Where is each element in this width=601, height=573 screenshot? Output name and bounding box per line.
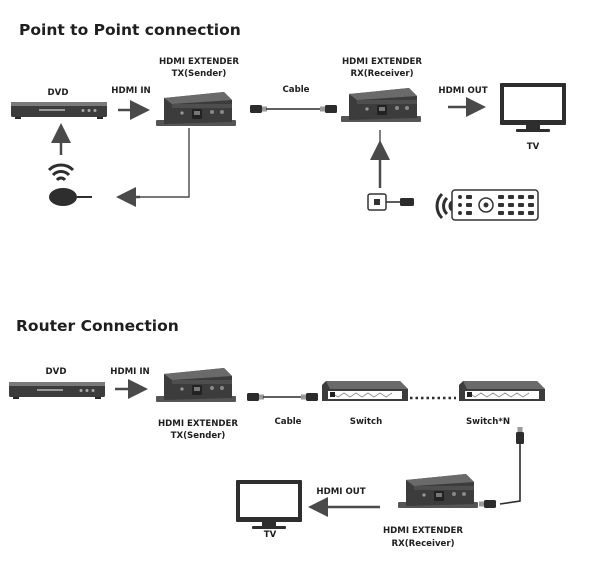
router-tv-monitor-icon <box>236 480 302 529</box>
hdmi-in-label: HDMI IN <box>111 86 150 96</box>
router-dvd-label: DVD <box>46 367 67 377</box>
router-hdmi-in-label: HDMI IN <box>110 367 149 377</box>
router-hdmi-extender-rx-icon <box>398 474 478 508</box>
network-switch-icon <box>321 380 409 402</box>
ethernet-plug-icon <box>479 500 496 508</box>
tx-label-line2: TX(Sender) <box>172 69 227 79</box>
wifi-signal-icon <box>435 192 454 220</box>
wifi-signal-icon <box>47 163 75 182</box>
ethernet-plug-icon <box>247 393 264 401</box>
dvd-label: DVD <box>48 88 69 98</box>
ir-receiver-icon <box>367 193 414 211</box>
ethernet-plug-icon <box>320 105 337 113</box>
section-title-point-to-point: Point to Point connection <box>19 21 241 39</box>
ethernet-plug-icon <box>516 427 524 444</box>
network-switch-n-icon <box>458 380 546 402</box>
switch-n-label: Switch*N <box>466 417 510 427</box>
rx-label-line1: HDMI EXTENDER <box>342 57 422 67</box>
ethernet-plug-icon <box>301 393 318 401</box>
router-rx-label-line1: HDMI EXTENDER <box>383 526 463 536</box>
tx-label-line1: HDMI EXTENDER <box>159 57 239 67</box>
ethernet-plug-icon <box>250 105 267 113</box>
ir-return-line <box>134 128 190 198</box>
section-title-router: Router Connection <box>16 317 179 335</box>
router-rx-cable <box>499 444 521 505</box>
dvd-player-icon <box>9 382 105 399</box>
hdmi-extender-tx-icon <box>156 92 236 126</box>
hdmi-out-label: HDMI OUT <box>438 86 487 96</box>
tv-monitor-icon <box>500 83 566 132</box>
cable-label: Cable <box>282 85 309 95</box>
switch-label: Switch <box>350 417 382 427</box>
router-tv-label: TV <box>264 530 277 540</box>
router-hdmi-out-label: HDMI OUT <box>316 487 365 497</box>
router-tx-label-line1: HDMI EXTENDER <box>158 419 238 429</box>
ir-emitter-icon <box>49 188 92 206</box>
router-tx-label-line2: TX(Sender) <box>171 431 226 441</box>
router-rx-label-line2: RX(Receiver) <box>391 539 454 549</box>
tv-label: TV <box>527 142 540 152</box>
hdmi-extender-rx-icon <box>341 88 421 122</box>
router-cable-label: Cable <box>274 417 301 427</box>
dvd-player-icon <box>11 102 107 119</box>
rx-label-line2: RX(Receiver) <box>350 69 413 79</box>
remote-control-icon <box>451 189 539 221</box>
router-hdmi-extender-tx-icon <box>156 368 236 402</box>
